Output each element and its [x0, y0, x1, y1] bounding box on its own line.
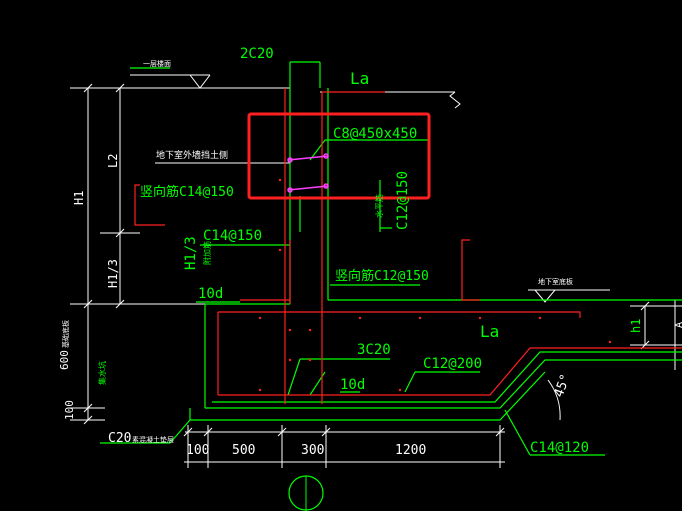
label-100-left: 100 [63, 400, 76, 420]
label-slab-note: 地下室底板 [538, 277, 573, 286]
label-dim-300: 300 [301, 443, 324, 458]
label-dim-1200: 1200 [395, 443, 426, 458]
label-10d-lower: 10d [340, 377, 365, 393]
label-stirrup: C8@450x450 [333, 126, 417, 142]
label-la-bottom: La [480, 322, 499, 341]
label-h1-3-mid: H1/3 [183, 236, 199, 270]
labels: 2C20 La 一层楼面 C8@450x450 地下室外墙挡土侧 竖向筋C14@… [58, 46, 682, 458]
label-horiz-note: 水平筋 [374, 194, 384, 218]
label-right-edge: A [674, 322, 682, 328]
label-l2: L2 [106, 154, 120, 168]
label-vert-bar: 竖向筋C14@150 [140, 184, 234, 200]
dimension-lines [70, 74, 682, 468]
label-c14-120: C14@120 [530, 440, 589, 456]
highlight-box [247, 112, 431, 200]
label-add-bar-note: 附加筋 [202, 241, 212, 265]
stirrup-detail [287, 153, 329, 193]
label-3c20: 3C20 [357, 342, 391, 358]
label-top-bar: 2C20 [240, 46, 274, 62]
label-la-top: La [350, 69, 369, 88]
label-h1-right: h1 [629, 319, 643, 333]
label-10d-upper: 10d [198, 286, 223, 302]
label-c20-cushion: C20 [108, 431, 131, 446]
label-h1: H1 [72, 191, 86, 205]
label-angle: 45° [552, 372, 574, 399]
label-cushion-note: 素混凝土垫层 [132, 435, 174, 444]
label-dim-100: 100 [186, 443, 209, 458]
label-base-note: 基础底板 [61, 320, 70, 348]
label-sump-note: 集水坑 [97, 361, 107, 385]
label-c12-vert: C12@150 [395, 171, 411, 230]
label-ext-wall-note: 地下室外墙挡土侧 [156, 149, 228, 161]
label-floor-note: 一层楼面 [143, 59, 171, 68]
label-c14-150: C14@150 [203, 228, 262, 244]
label-vert-c12: 竖向筋C12@150 [335, 268, 429, 284]
label-dim-500: 500 [232, 443, 255, 458]
label-h1-3-left: H1/3 [106, 259, 120, 288]
label-c12-200: C12@200 [423, 356, 482, 372]
label-600: 600 [58, 350, 71, 370]
